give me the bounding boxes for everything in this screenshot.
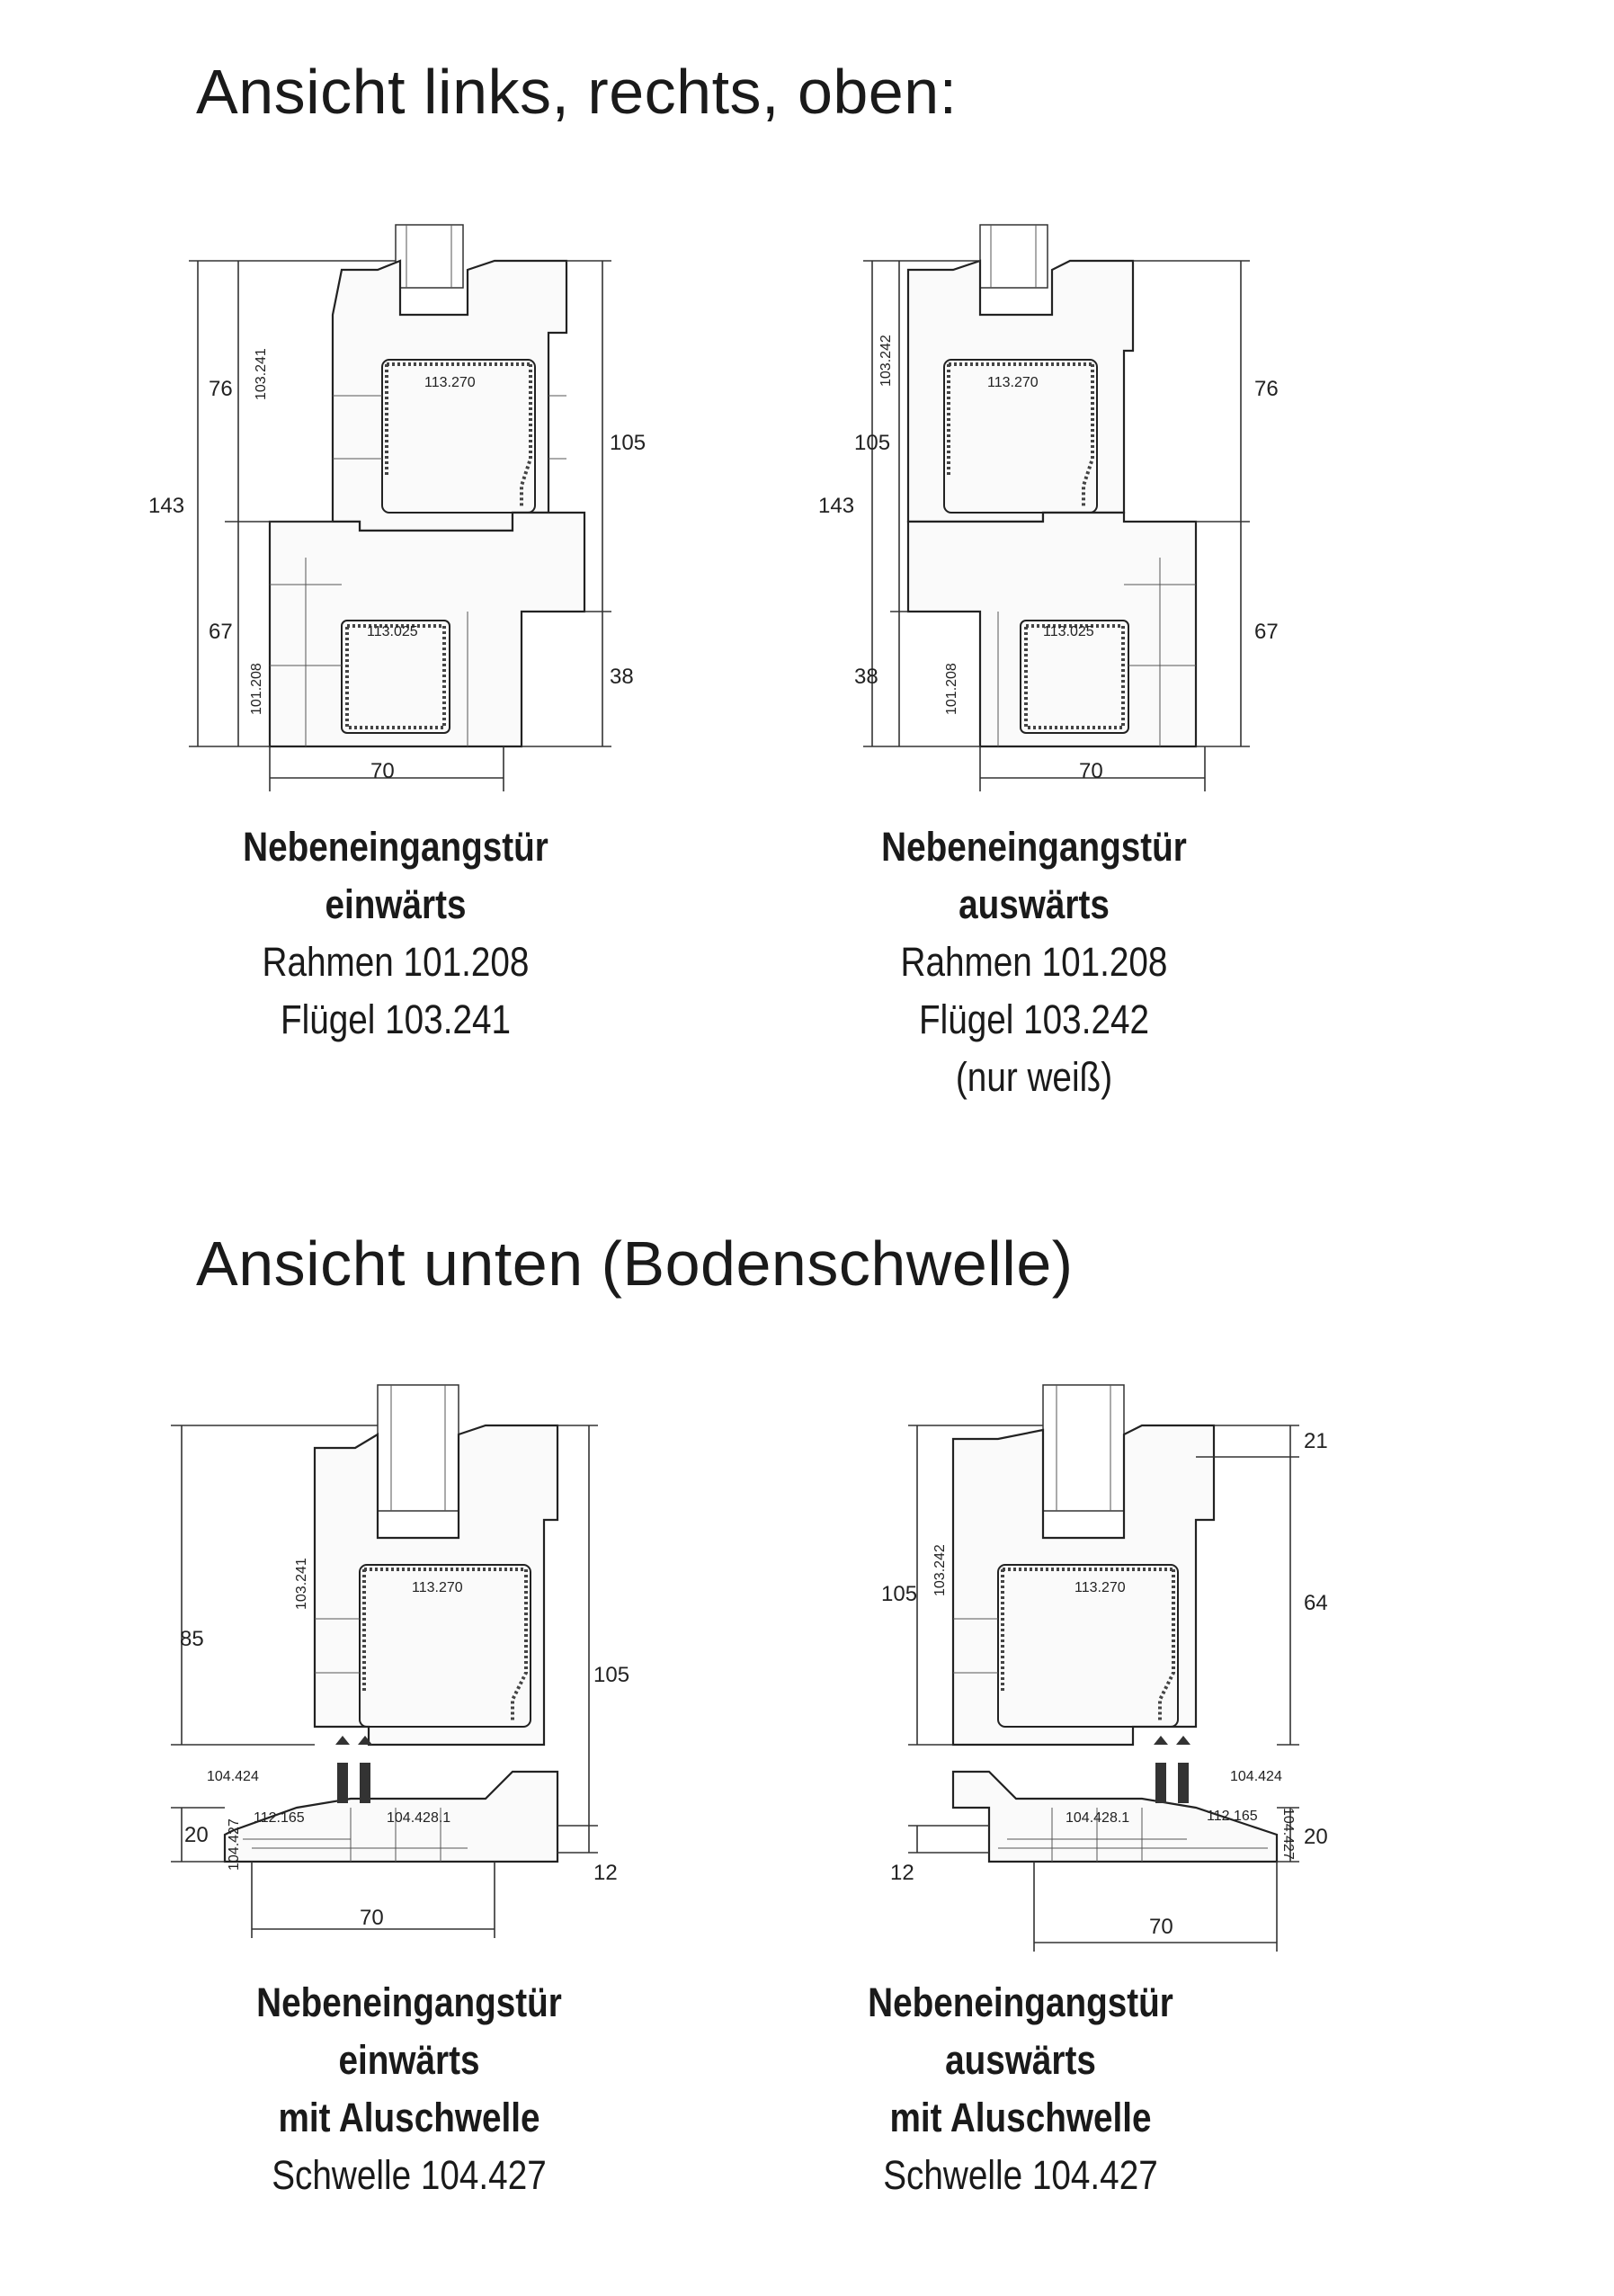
dim-top: 21 <box>1304 1429 1328 1453</box>
caption-direction: einwärts <box>325 881 467 927</box>
section-drawing-outward-side: 143 76 67 105 38 70 103.242 113.270 113.… <box>791 216 1439 881</box>
brush-seal <box>337 1763 348 1803</box>
dim-left-low: 38 <box>854 665 878 689</box>
part-seal-b: 112.165 <box>254 1810 305 1826</box>
dim-threshold: 20 <box>184 1823 209 1847</box>
dim-width: 70 <box>1149 1915 1173 1939</box>
caption-inward-threshold: Nebeneingangstür einwärts mit Aluschwell… <box>177 1974 641 2204</box>
dim-width: 70 <box>1079 759 1103 783</box>
sash-steel-reinforcement <box>381 359 536 514</box>
part-threshold: 104.427 <box>1280 1808 1296 1860</box>
part-frame: 101.208 <box>249 663 264 715</box>
caption-title: Nebeneingangstür <box>868 1979 1173 2025</box>
dim-width: 70 <box>370 759 395 783</box>
part-steel-sash: 113.270 <box>987 375 1039 390</box>
dim-total: 143 <box>148 494 184 518</box>
dim-mid: 64 <box>1304 1591 1328 1615</box>
sash-profile <box>906 259 1135 523</box>
dim-right: 105 <box>610 431 646 455</box>
dim-right-low: 12 <box>593 1861 618 1885</box>
frame-steel-reinforcement <box>341 620 450 734</box>
caption-frame: Rahmen 101.208 <box>262 939 530 985</box>
section-drawing-outward-threshold: 21 64 105 20 12 70 103.242 113.270 104.4… <box>881 1384 1538 2050</box>
part-steel-sash: 113.270 <box>412 1580 463 1595</box>
dim-upper: 85 <box>180 1627 204 1651</box>
profile-section-svg: 143 76 67 105 38 70 103.242 113.270 113.… <box>818 224 1279 791</box>
dim-right: 105 <box>593 1663 629 1687</box>
part-sash: 103.242 <box>932 1544 948 1596</box>
sash-steel-reinforcement <box>943 359 1098 514</box>
section-drawing-inward-threshold: 85 105 20 12 70 103.241 113.270 104.424 … <box>171 1384 818 2050</box>
dim-total: 143 <box>818 494 854 518</box>
caption-note: (nur weiß) <box>955 1054 1113 1100</box>
caption-direction: einwärts <box>338 2037 480 2083</box>
glazing <box>395 224 464 289</box>
profile-section-svg: 21 64 105 20 12 70 103.242 113.270 104.4… <box>881 1384 1328 1952</box>
caption-title: Nebeneingangstür <box>256 1979 562 2025</box>
heading-side-views: Ansicht links, rechts, oben: <box>196 57 958 127</box>
caption-threshold-type: mit Aluschwelle <box>278 2095 540 2140</box>
part-sash: 103.241 <box>294 1558 309 1610</box>
heading-bottom-view: Ansicht unten (Bodenschwelle) <box>196 1228 1074 1299</box>
dim-left: 105 <box>881 1582 917 1606</box>
frame-profile <box>268 511 586 748</box>
frame-steel-reinforcement <box>1020 620 1129 734</box>
profile-section-svg: 143 76 67 105 38 70 103.241 113.270 113.… <box>148 224 646 791</box>
caption-threshold-type: mit Aluschwelle <box>889 2095 1152 2140</box>
part-rail: 104.428.1 <box>1066 1810 1129 1826</box>
caption-threshold: Schwelle 104.427 <box>272 2152 547 2198</box>
caption-threshold: Schwelle 104.427 <box>883 2152 1158 2198</box>
part-steel-frame: 113.025 <box>367 624 418 639</box>
glazing <box>979 224 1048 289</box>
brush-seal <box>360 1763 370 1803</box>
part-threshold: 104.427 <box>227 1818 242 1871</box>
caption-sash: Flügel 103.242 <box>918 996 1150 1042</box>
dim-width: 70 <box>360 1906 384 1930</box>
part-seal-a: 104.424 <box>1230 1769 1282 1784</box>
section-drawing-inward-side: 143 76 67 105 38 70 103.241 113.270 113.… <box>148 216 818 881</box>
brush-seal <box>1178 1763 1189 1803</box>
part-frame: 101.208 <box>944 663 959 715</box>
caption-sash: Flügel 103.241 <box>280 996 512 1042</box>
caption-outward: Nebeneingangstür auswärts Rahmen 101.208… <box>802 818 1266 1106</box>
part-seal-a: 104.424 <box>207 1769 259 1784</box>
caption-frame: Rahmen 101.208 <box>900 939 1168 985</box>
dim-left-low: 12 <box>890 1861 914 1885</box>
dim-left: 105 <box>854 431 890 455</box>
part-rail: 104.428.1 <box>387 1810 450 1826</box>
glazing <box>1042 1384 1125 1512</box>
sash-steel-reinforcement <box>997 1564 1179 1728</box>
part-steel-sash: 113.270 <box>424 375 476 390</box>
glazing <box>377 1384 459 1512</box>
caption-direction: auswärts <box>945 2037 1096 2083</box>
part-steel-sash: 113.270 <box>1075 1580 1126 1595</box>
dim-upper: 76 <box>209 377 233 401</box>
profile-section-svg: 85 105 20 12 70 103.241 113.270 104.424 … <box>171 1384 629 1938</box>
dim-right-low: 38 <box>610 665 634 689</box>
part-seal-b: 112.165 <box>1207 1809 1258 1824</box>
caption-inward: Nebeneingangstür einwärts Rahmen 101.208… <box>164 818 628 1049</box>
dim-threshold: 20 <box>1304 1825 1328 1849</box>
part-sash: 103.241 <box>254 348 269 400</box>
brush-seal <box>1155 1763 1166 1803</box>
sash-steel-reinforcement <box>359 1564 531 1728</box>
part-steel-frame: 113.025 <box>1043 624 1094 639</box>
caption-title: Nebeneingangstür <box>243 824 548 870</box>
dim-lower: 67 <box>1254 620 1279 644</box>
caption-direction: auswärts <box>959 881 1110 927</box>
part-sash: 103.242 <box>878 335 894 387</box>
caption-outward-threshold: Nebeneingangstür auswärts mit Aluschwell… <box>789 1974 1253 2204</box>
dim-lower: 67 <box>209 620 233 644</box>
dim-upper: 76 <box>1254 377 1279 401</box>
caption-title: Nebeneingangstür <box>881 824 1187 870</box>
